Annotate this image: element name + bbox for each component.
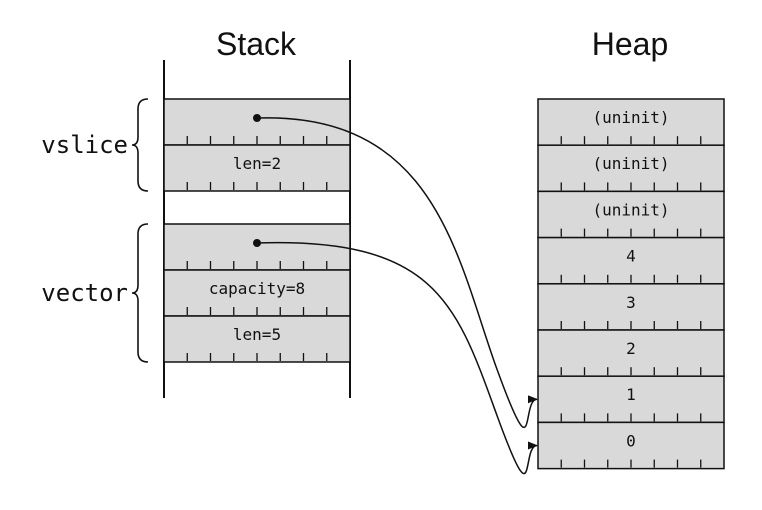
heap-cell: (uninit)	[537, 144, 725, 193]
heap-cell: 3	[537, 283, 725, 331]
pointer-arrow-vslice	[256, 117, 538, 429]
heap-cell: (uninit)	[537, 190, 725, 239]
cell-label: (uninit)	[592, 154, 669, 173]
cell-label: 0	[626, 431, 636, 450]
cell-label: 3	[626, 293, 636, 312]
variable-name-vslice: vslice	[41, 131, 128, 159]
cell-label: 4	[626, 247, 636, 266]
pointer-arrow-vector	[256, 241, 538, 475]
curly-brace	[131, 98, 149, 192]
stack-group-vslice: len=2 vslice	[41, 98, 351, 192]
stack-cell: len=2	[163, 144, 351, 192]
cell-label: (uninit)	[592, 108, 669, 127]
pointers	[256, 117, 538, 475]
cell-label: 2	[626, 339, 636, 358]
heap-cell: 4	[537, 236, 725, 285]
heap-title: Heap	[592, 26, 669, 62]
stack-cell: len=5	[163, 315, 351, 363]
heap-cell: 1	[537, 375, 725, 424]
cell-label: 1	[626, 385, 636, 404]
cell-label: len=5	[233, 325, 281, 344]
heap-cell: (uninit)	[537, 98, 725, 146]
stack-group-vector: capacity=8 len=5 vector	[41, 223, 351, 363]
curly-brace	[131, 223, 149, 363]
stack-title: Stack	[216, 26, 297, 62]
stack-cell-pointer	[163, 223, 351, 271]
variable-name-vector: vector	[41, 279, 128, 307]
stack-cell-pointer	[163, 98, 351, 146]
stack: len=2 vslice capacity=8 len=5 vector	[41, 98, 351, 363]
heap-cell: 0	[537, 421, 725, 470]
heap: (uninit) (uninit) (uninit) 4 3 2 1 0	[537, 98, 725, 470]
cell-label: len=2	[233, 154, 281, 173]
heap-cell: 2	[537, 329, 725, 377]
cell-label: (uninit)	[592, 200, 669, 219]
cell-label: capacity=8	[209, 279, 305, 298]
stack-cell: capacity=8	[163, 269, 351, 317]
